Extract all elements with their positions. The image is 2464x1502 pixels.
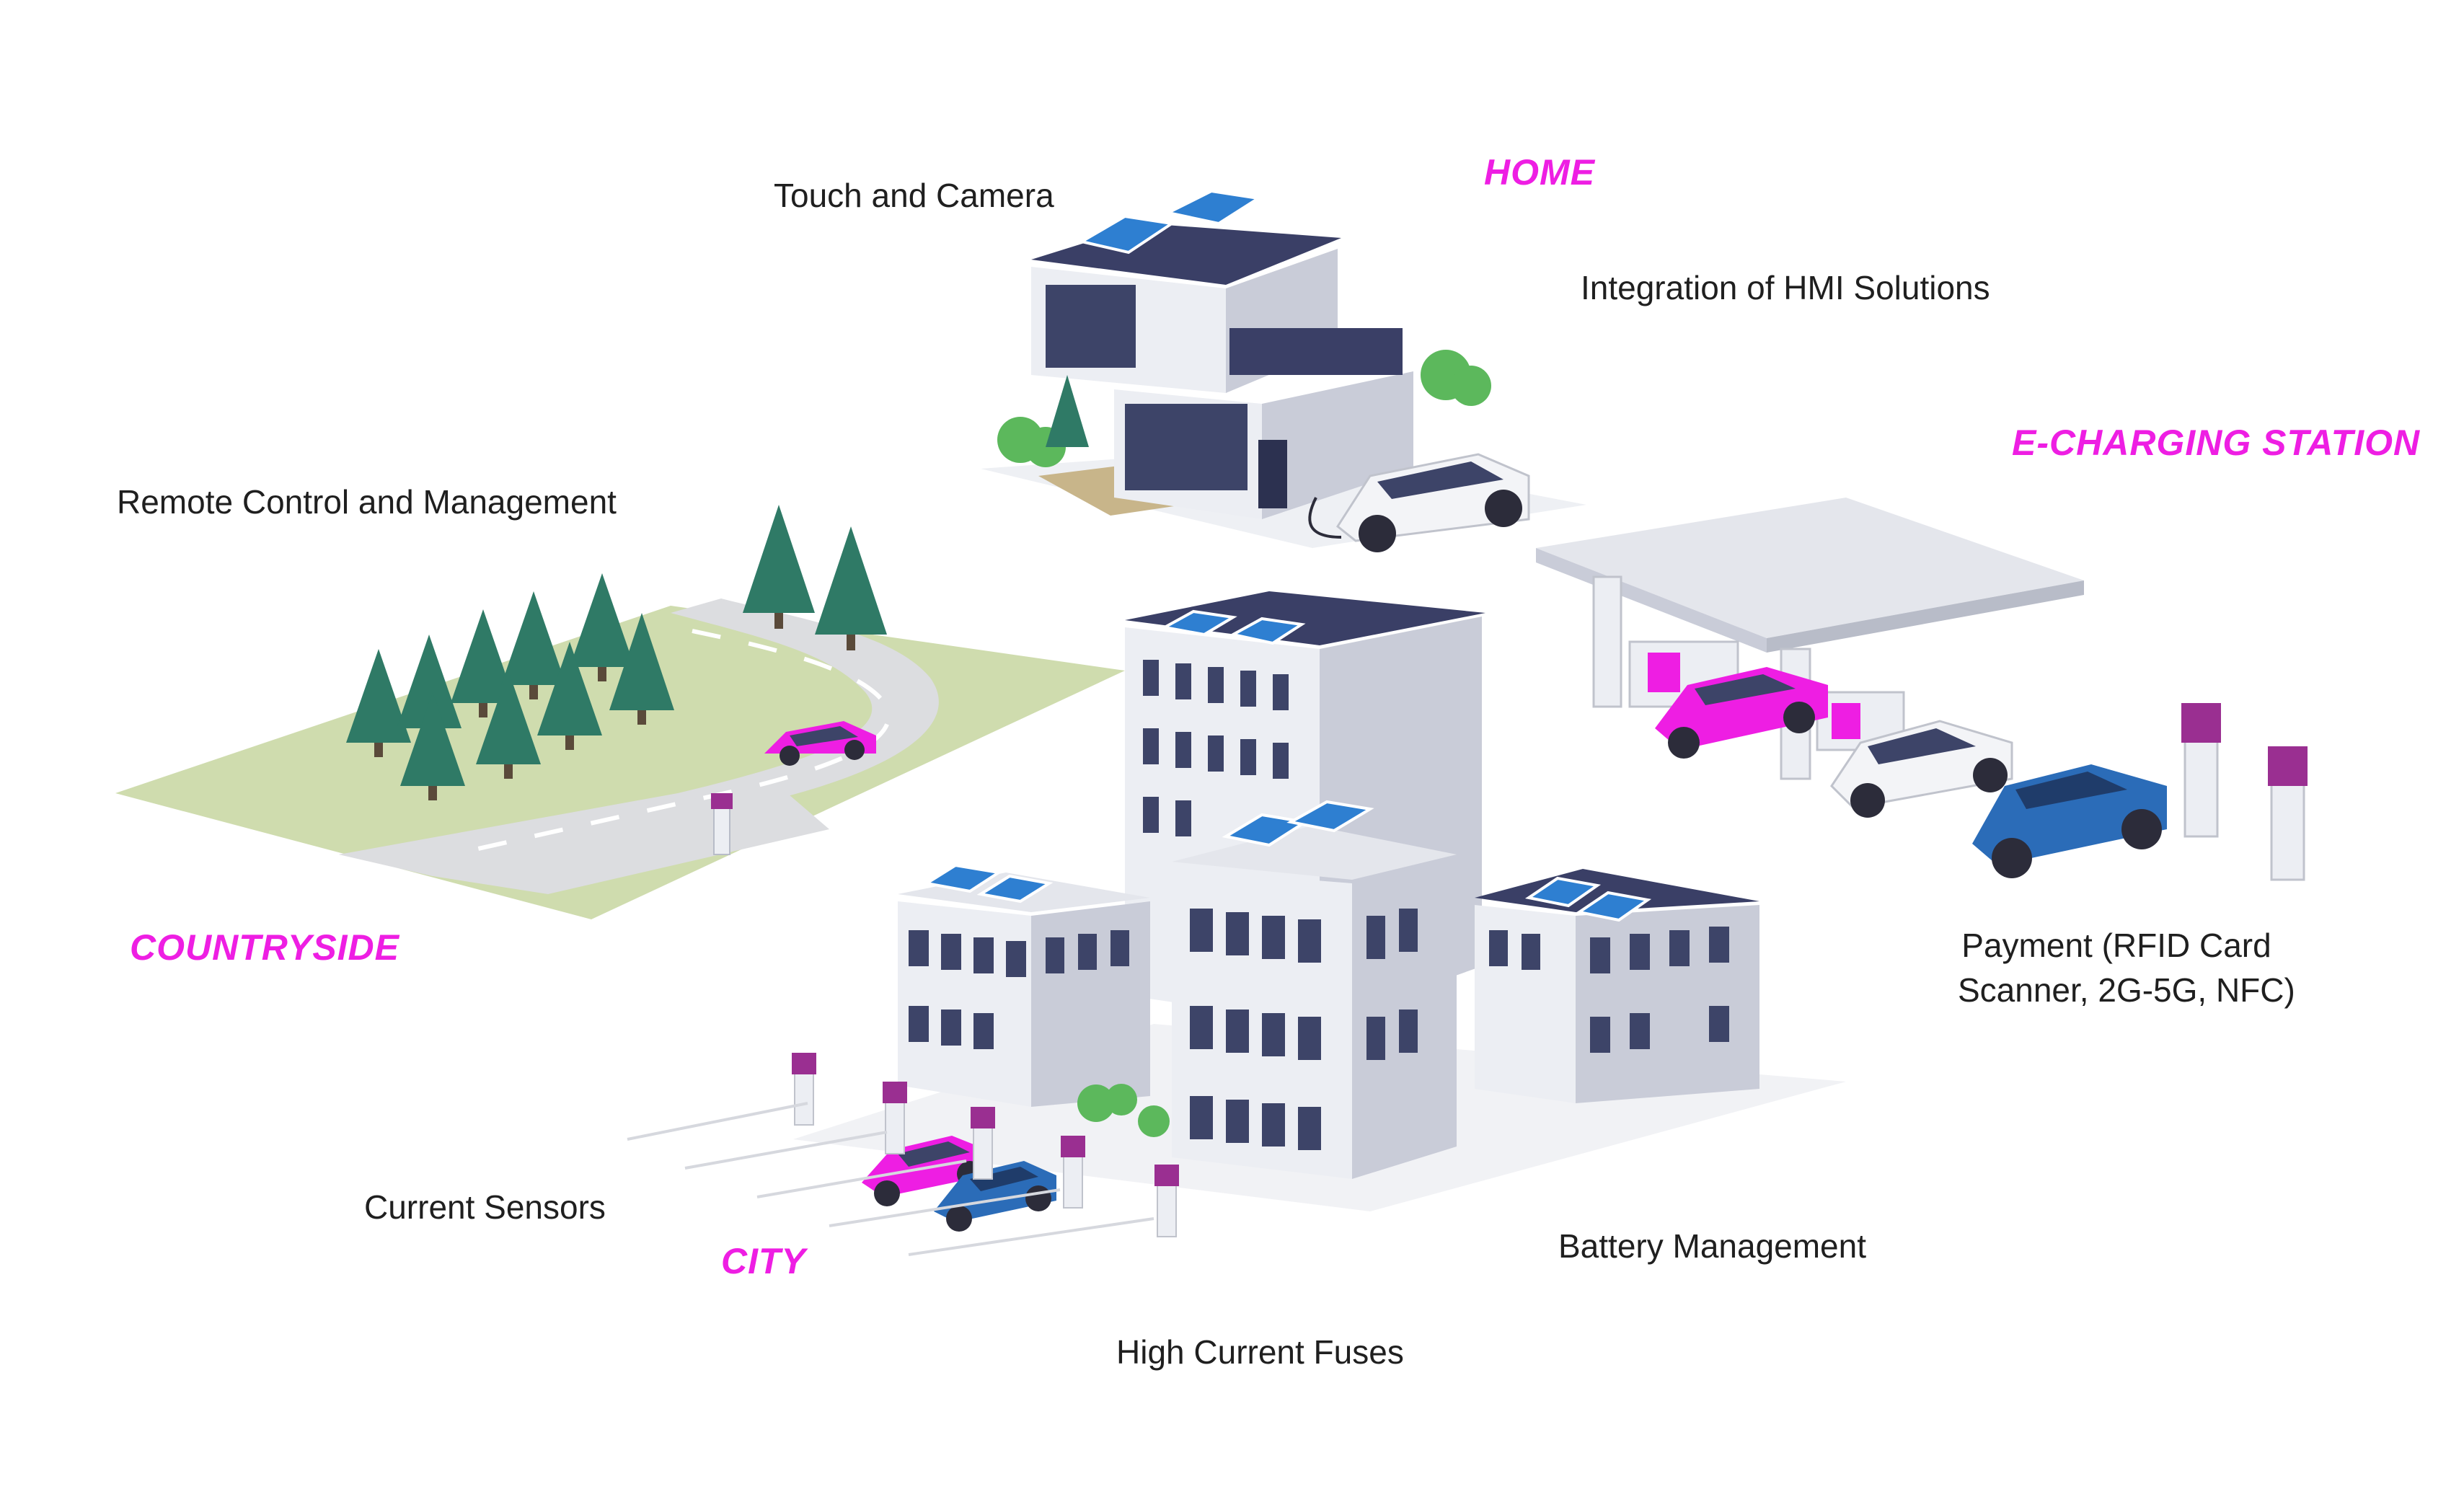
tree [476,671,541,779]
zone-label-countryside: COUNTRYSIDE [130,927,400,968]
home-greenery [997,350,1491,467]
station-chargers [2181,703,2308,881]
countryside-area [115,505,1125,919]
feature-label-current-sensors: Current Sensors [364,1188,606,1226]
countryside-car [764,721,876,766]
tree [451,609,516,717]
feature-label-payment-line2: Scanner, 2G-5G, NFC) [1958,971,2295,1009]
road-lane-markings [468,629,891,853]
tree [537,642,602,750]
city-car-blue [934,1161,1056,1232]
tree [609,613,674,725]
station-car-blue [1972,764,2167,878]
tree [743,505,815,629]
tree [400,692,465,800]
home-area [981,189,1586,552]
house-lower-side [1262,371,1413,519]
feature-label-payment: Payment (RFID Card Scanner, 2G-5G, NFC) [1958,923,2295,1012]
station-canopy-edge [1536,548,1767,653]
zone-label-home: HOME [1484,152,1595,193]
station-pumps [1628,640,1905,751]
station-canopy-top [1536,498,2084,638]
charging-station-area [1536,498,2308,881]
station-car-magenta [1655,667,1828,759]
home-solar-panels [1077,189,1263,255]
left-building-front [898,901,1031,1107]
city-chargers [792,1053,1179,1237]
house-window [1125,404,1248,490]
tree [815,526,887,650]
tree [501,591,566,699]
road-section [339,786,829,894]
tree [346,649,411,757]
feature-label-touch-and-camera: Touch and Camera [774,177,1054,214]
feature-label-battery-management: Battery Management [1558,1227,1867,1265]
city-solar-panels [922,609,1652,922]
city-bushes [1077,1084,1170,1137]
station-canopy-edge [1767,580,2084,653]
feature-label-remote-control: Remote Control and Management [117,483,617,521]
right-building-side [1576,905,1759,1103]
mid-building-roof [1172,826,1457,880]
house-door [1258,440,1287,508]
city-windows [909,660,1729,1150]
home-car [1308,453,1530,552]
countryside-charger [711,793,733,855]
zone-label-e-charging-station: E-CHARGING STATION [2012,423,2421,463]
zone-label-city: CITY [721,1241,806,1281]
forest [346,505,887,800]
tree [570,573,635,681]
feature-label-hmi-integration: Integration of HMI Solutions [1581,269,1990,306]
city-area [627,591,1846,1256]
balcony [1229,328,1403,375]
parking-lines [627,1102,1154,1256]
left-building-side [1031,901,1150,1107]
house-upper-window [1046,285,1136,368]
feature-label-high-current-fuses: High Current Fuses [1116,1333,1404,1371]
tower-roof [1125,591,1485,645]
station-car-white [1830,720,2013,818]
feature-label-payment-line1: Payment (RFID Card [1961,927,2271,964]
